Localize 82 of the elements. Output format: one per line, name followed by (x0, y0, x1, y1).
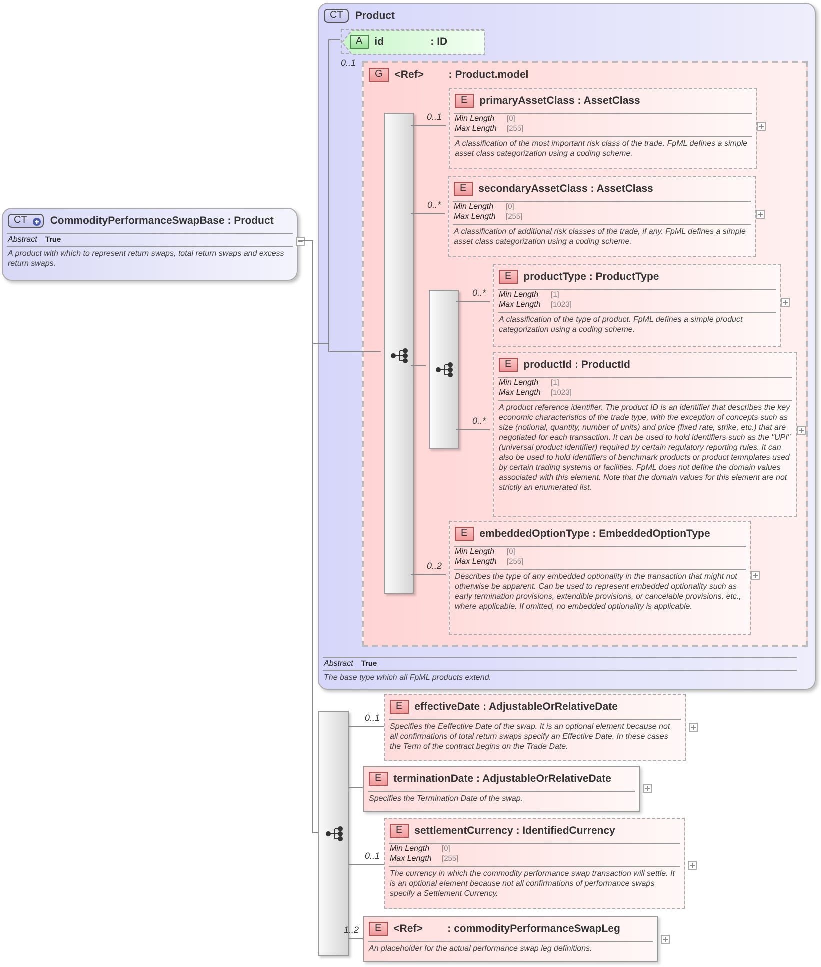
element-name: effectiveDate : AdjustableOrRelativeDate (414, 701, 618, 713)
cardinality-label: 0..1 (364, 851, 380, 861)
element-box (363, 916, 658, 962)
description: A classification of the most important risk class of the trade. FpML defines a simple asset class categorization using a coding scheme. (454, 138, 749, 160)
type-title: CommodityPerformanceSwapBase : Product (50, 215, 274, 227)
description: An placeholder for the actual performance swap leg definitions. (368, 943, 594, 955)
element-box (449, 88, 757, 169)
property-label: Abstract (324, 659, 354, 669)
compositor-bar (384, 113, 414, 594)
element-box (384, 818, 685, 909)
type-badge: CT (8, 214, 32, 228)
element-name: primaryAssetClass : AssetClass (480, 95, 640, 107)
description: The currency in which the commodity performance swap transaction will settle. It is an optional element because not all confirmations of performance swaps specify a Settlement Currency. (389, 868, 676, 900)
element-name: <Ref> (394, 923, 424, 935)
type-badge: E (499, 270, 518, 284)
facet-label: Max Length (499, 300, 542, 310)
facet-label: Min Length (499, 290, 540, 300)
compositor-bar (429, 290, 459, 449)
cardinality-label: 1..2 (344, 925, 359, 935)
description: Specifies the Eeffective Date of the swap. It is an optional element because not all confirmations of total return swaps specify an Effective Date. In these cases the Term of the contract begins on the Trade Date. (389, 721, 672, 753)
property-label: Abstract (8, 235, 38, 245)
element-name: terminationDate : AdjustableOrRelativeDate (394, 773, 612, 785)
type-badge: E (369, 922, 388, 936)
element-name: embeddedOptionType : EmbeddedOptionType (480, 528, 710, 540)
type-badge: E (454, 182, 473, 196)
type-badge: G (369, 68, 389, 82)
connector-line (348, 726, 384, 728)
facet-label: Min Length (454, 202, 495, 212)
cardinality-label: 0..* (472, 416, 486, 426)
cardinality-label: 0..1 (341, 58, 356, 68)
type-badge: CT (324, 9, 350, 23)
facet-label: Min Length (455, 114, 496, 124)
element-name: settlementCurrency : IdentifiedCurrency (414, 825, 616, 837)
facet-label: Min Length (455, 547, 496, 557)
type-badge: A (350, 35, 369, 49)
description: The base type which all FpML products extend. (323, 672, 492, 684)
element-box (493, 264, 781, 347)
description: A classification of additional risk classes of the trade, if any. FpML defines a simple asset class categorization using a coding scheme. (452, 226, 747, 248)
facet-label: Max Length (454, 212, 497, 222)
description: A product reference identifier. The product ID is an identifier that describes the key economic characteristics of the trade type, with the exception of concepts such as size (notional, quantity, number of units) and price (fixed rate, strike, etc.) that are negotiated for each transaction. It can be used to hold identifiers such as the "UPI" (universal product identifier) required by certain regulatory reporting rules. It can also be used to hold identifiers of benchmark products or product temnplates used by certain trading systems or facilities. FpML does not define the domain values associated with this element. Note that the domain values for this element are not strictly an enumerated list. (498, 402, 792, 494)
group-name: <Ref> (394, 69, 425, 81)
element-box (363, 766, 640, 812)
complex-type-box (318, 3, 816, 690)
group-box (362, 61, 808, 647)
facet-label: Min Length (499, 378, 540, 388)
facet-label: Min Length (390, 844, 431, 854)
element-name: productType : ProductType (524, 271, 660, 283)
cardinality-label: 0..1 (426, 112, 442, 122)
description: A classification of the type of product. FpML defines a simple product categorization using a coding scheme. (498, 314, 744, 336)
element-name: productId : ProductId (524, 359, 630, 371)
type-badge: E (455, 94, 474, 108)
element-box (449, 521, 751, 635)
connector-line (348, 938, 364, 940)
cardinality-label: 0..* (427, 200, 441, 210)
element-name: secondaryAssetClass : AssetClass (478, 183, 654, 195)
attribute-name: id (374, 36, 386, 48)
cardinality-label: 0..2 (426, 561, 442, 571)
type-name: : commodityPerformanceSwapLeg (448, 923, 620, 935)
connector-line (348, 864, 384, 866)
cardinality-label: 0..1 (364, 713, 380, 723)
complex-type-box (2, 208, 298, 281)
facet-label: Max Length (455, 124, 498, 134)
element-box (448, 176, 756, 257)
facet-label: Max Length (455, 557, 498, 567)
description: Specifies the Termination Date of the swap. (368, 793, 524, 805)
connector-line (410, 574, 446, 576)
type-badge: E (390, 824, 409, 838)
type-badge: E (369, 772, 388, 786)
element-box (493, 352, 797, 517)
description: A product with which to represent return swaps, total return swaps and excess return swaps. (6, 248, 286, 270)
type-badge: E (455, 527, 474, 541)
facet-label: Max Length (499, 388, 542, 398)
facet-label: Max Length (390, 854, 433, 864)
attribute-box (341, 29, 484, 54)
description: Describes the type of any embedded optionality in the transaction that might not otherwise be apparent. Can be used to represent embedded optionality such as early termination provisions, extendible provisions, or cancelable provisions, etc., where applicable. If omitted, no embedded optionality is applicable. (454, 571, 742, 613)
type-badge: E (499, 358, 518, 372)
type-title: Product (355, 10, 396, 22)
type-badge: E (390, 700, 409, 714)
type-name: : Product.model (448, 69, 529, 81)
cardinality-label: 0..* (472, 288, 486, 298)
attribute-type: : ID (430, 36, 448, 48)
element-box (384, 694, 686, 761)
